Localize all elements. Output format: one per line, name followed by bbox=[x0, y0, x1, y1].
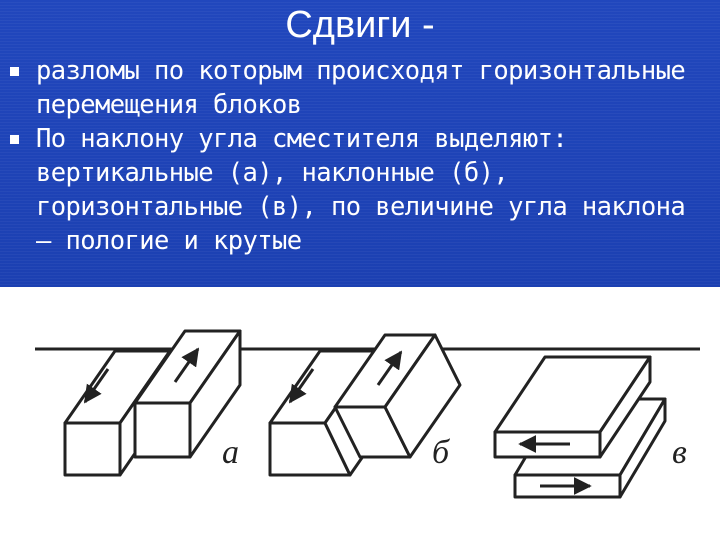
slide-title: Сдвиги - bbox=[285, 4, 435, 46]
bullet-item: По наклону угла сместителя выделяют: вер… bbox=[8, 122, 708, 258]
arrow-icon bbox=[376, 350, 403, 386]
bullet-text: По наклону угла сместителя выделяют: вер… bbox=[36, 124, 686, 256]
block-pair-v bbox=[493, 355, 667, 499]
figure-label-v: в bbox=[672, 434, 687, 471]
arrow-icon bbox=[288, 368, 315, 404]
arrow-icon bbox=[83, 368, 110, 404]
bullet-text: разломы по которым происходят горизонтал… bbox=[36, 56, 686, 120]
figure-label-b: б bbox=[432, 434, 451, 471]
block-a-right-side bbox=[188, 329, 242, 459]
bullet-item: разломы по которым происходят горизонтал… bbox=[8, 54, 708, 122]
block-a-left-front bbox=[63, 421, 122, 477]
fault-types-diagram: а б в bbox=[0, 287, 720, 540]
block-a-right-front bbox=[133, 401, 192, 459]
figure-label-a: а bbox=[222, 434, 239, 471]
block-b-right-side bbox=[383, 333, 462, 459]
fault-blocks-illustration: а б в bbox=[35, 329, 700, 499]
bullet-list: разломы по которым происходят горизонтал… bbox=[8, 54, 708, 258]
block-pair-a bbox=[63, 329, 242, 477]
square-bullet-icon bbox=[10, 67, 19, 76]
block-pair-b bbox=[268, 333, 462, 477]
arrow-icon bbox=[173, 347, 200, 383]
square-bullet-icon bbox=[10, 135, 19, 144]
block-v-upper-side bbox=[598, 355, 652, 459]
block-v-lower-side bbox=[618, 397, 667, 499]
